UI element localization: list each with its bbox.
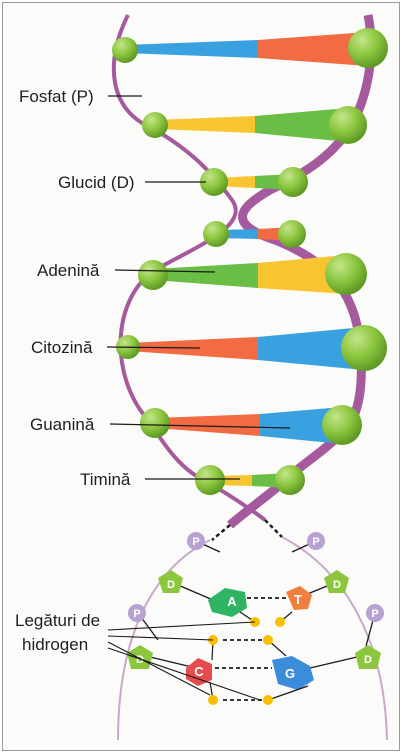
sugar-ball <box>138 260 168 290</box>
backbone-dashed-right <box>265 520 282 537</box>
sugar-ball <box>112 37 138 63</box>
guanine-symbol: G <box>285 666 295 681</box>
sugar-ball <box>275 465 305 495</box>
label-phosphate: Fosfat (P) <box>19 87 94 106</box>
sugar-ball <box>203 221 229 247</box>
sugar-ball <box>195 465 225 495</box>
base-pair-1 <box>125 32 368 66</box>
sugar-ball <box>278 167 308 197</box>
sugar-ball <box>348 28 388 68</box>
detail-bases: A T C G <box>186 586 314 690</box>
sugar-ball <box>322 405 362 445</box>
sugar-ball <box>140 408 170 438</box>
label-adenine: Adenină <box>37 261 100 280</box>
detail-bonds <box>138 541 375 668</box>
label-thymine: Timină <box>80 470 131 489</box>
sugar-ball <box>325 253 367 295</box>
cytosine-symbol: C <box>194 664 204 679</box>
label-sugar: Glucid (D) <box>58 173 135 192</box>
phosphate-symbol: P <box>371 608 378 620</box>
sugar-symbol: D <box>364 654 372 666</box>
label-hbonds-line1: Legături de <box>15 611 100 630</box>
phosphate-symbol: P <box>133 608 140 620</box>
sugar-ball <box>341 325 387 371</box>
sugar-ball <box>142 112 168 138</box>
backbone-dashed-left <box>212 525 230 540</box>
phosphate-symbol: P <box>192 536 199 548</box>
base-pair-2 <box>155 108 348 142</box>
adenine-symbol: A <box>227 594 237 609</box>
sugar-ball <box>278 220 306 248</box>
sugar-symbol: D <box>333 579 341 591</box>
label-guanine: Guanină <box>30 415 95 434</box>
label-cytosine: Citozină <box>31 338 93 357</box>
detail-backbone-arc <box>118 537 387 740</box>
sugar-ball <box>329 106 367 144</box>
thymine-symbol: T <box>294 592 302 607</box>
label-hbonds-line2: hidrogen <box>22 635 88 654</box>
phosphate-symbol: P <box>312 536 319 548</box>
base-pair-5 <box>153 255 346 294</box>
sugar-symbol: D <box>167 579 175 591</box>
base-pair-6 <box>128 327 364 370</box>
